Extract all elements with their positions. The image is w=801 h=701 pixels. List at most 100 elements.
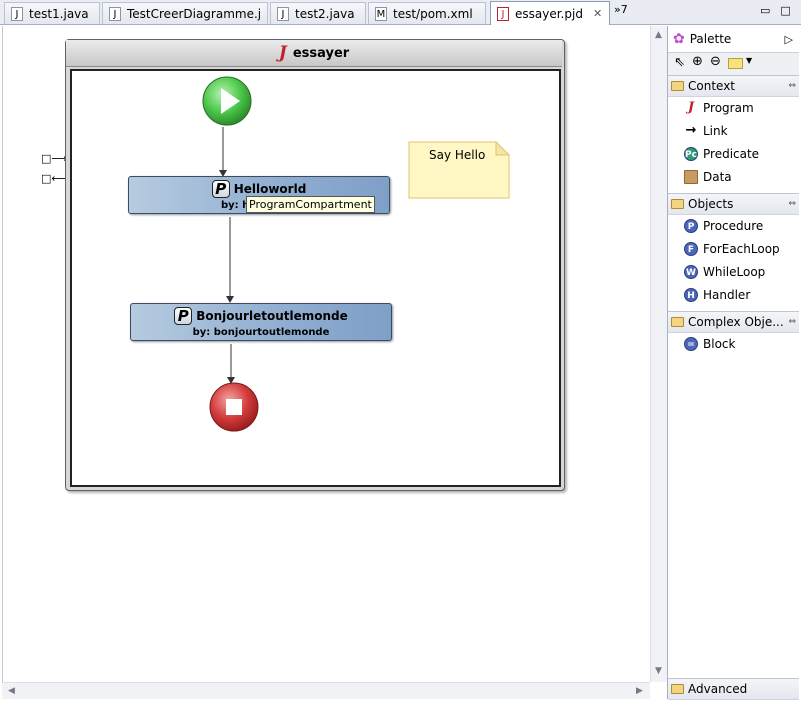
palette-title: Palette bbox=[689, 32, 732, 46]
pin-icon[interactable]: ⇔ bbox=[788, 81, 796, 91]
palette-item[interactable]: P Procedure bbox=[684, 216, 763, 236]
select-tool-icon[interactable]: ⇖ bbox=[674, 55, 685, 70]
maximize-icon[interactable]: □ bbox=[780, 4, 801, 17]
tooltip: ProgramCompartment bbox=[246, 196, 375, 213]
folder-icon bbox=[671, 684, 684, 694]
tab-overflow-button[interactable]: »7 bbox=[614, 3, 628, 16]
procedure-by: by: bonjourtoutlemonde bbox=[192, 327, 330, 338]
procedure-title: P Bonjourletoutlemonde bbox=[131, 307, 391, 325]
palette-item[interactable]: =Block bbox=[684, 334, 735, 354]
palette-item[interactable]: W WhileLoop bbox=[684, 262, 765, 282]
arrowhead-icon bbox=[219, 170, 227, 177]
palette-drawer[interactable]: Context⇔ bbox=[668, 75, 799, 97]
note-text: Say Hello bbox=[429, 148, 486, 162]
tab-label: test2.java bbox=[295, 6, 355, 21]
end-node[interactable] bbox=[209, 382, 259, 432]
palette-item-label: Program bbox=[703, 101, 754, 115]
tab-label: TestCreerDiagramme.j bbox=[127, 6, 262, 21]
palette-item[interactable]: F ForEachLoop bbox=[684, 239, 780, 259]
program-logo-icon: J bbox=[278, 43, 287, 63]
program-container-header: J essayer bbox=[66, 40, 562, 67]
procedure-title: P Helloworld bbox=[129, 180, 389, 198]
maven-file-icon: M bbox=[375, 6, 387, 21]
folder-icon bbox=[671, 199, 684, 209]
procedure-name: Helloworld bbox=[233, 182, 307, 196]
palette-item[interactable]: J Program bbox=[684, 98, 754, 118]
java-file-icon: J bbox=[109, 6, 121, 21]
note-shape bbox=[408, 140, 511, 199]
tab-pom-xml[interactable]: M test/pom.xml bbox=[368, 2, 486, 24]
palette-icon: ✿ bbox=[673, 31, 685, 47]
scroll-right-icon[interactable]: ▶ bbox=[636, 686, 643, 696]
tab-essayer-pjd[interactable]: J essayer.pjd ✕ bbox=[490, 1, 610, 25]
palette-drawer[interactable]: Objects ⇔ bbox=[668, 193, 799, 215]
note[interactable]: Say Hello bbox=[409, 142, 509, 198]
window-controls: ▭□ bbox=[760, 4, 801, 17]
note-tool-icon[interactable] bbox=[728, 58, 743, 69]
start-node[interactable] bbox=[202, 76, 252, 126]
chevron-down-icon[interactable]: ▼ bbox=[746, 56, 753, 65]
palette-drawer-label: Complex Obje... bbox=[688, 315, 784, 329]
program-compartment[interactable] bbox=[70, 69, 561, 487]
tab-label: essayer.pjd bbox=[515, 6, 583, 21]
palette-item-label: Link bbox=[703, 124, 728, 138]
zoom-in-icon[interactable]: ⊕ bbox=[692, 54, 703, 69]
scroll-left-icon[interactable]: ◀ bbox=[8, 686, 15, 696]
tab-test1-java[interactable]: J test1.java bbox=[4, 2, 100, 24]
palette-item-label: WhileLoop bbox=[703, 265, 766, 279]
program-container-title: essayer bbox=[292, 45, 350, 61]
minimize-icon[interactable]: ▭ bbox=[760, 4, 781, 17]
play-icon bbox=[221, 88, 240, 114]
foreachloop-icon: F bbox=[684, 242, 698, 256]
folder-icon bbox=[671, 317, 684, 327]
tab-label: test/pom.xml bbox=[393, 6, 473, 21]
palette-item-label: ForEachLoop bbox=[703, 242, 780, 256]
block-icon: = bbox=[684, 337, 698, 351]
link-icon: → bbox=[685, 123, 697, 138]
palette-drawer[interactable]: Complex Obje... ⇔ bbox=[668, 311, 799, 333]
procedure-icon: P bbox=[211, 180, 230, 198]
scroll-up-icon[interactable]: ▲ bbox=[655, 30, 662, 40]
arrowhead-icon bbox=[226, 296, 234, 303]
palette-item-label: Handler bbox=[703, 288, 751, 302]
procedure-name: Bonjourletoutlemonde bbox=[196, 309, 348, 323]
palette-item[interactable]: Data bbox=[684, 167, 732, 187]
palette-item[interactable]: H Handler bbox=[684, 285, 750, 305]
palette-item[interactable]: Pc Predicate bbox=[684, 144, 759, 164]
horizontal-scrollbar[interactable]: ◀ ▶ bbox=[2, 682, 650, 699]
program-icon: J bbox=[687, 100, 695, 115]
pin-icon[interactable]: ⇔ bbox=[788, 317, 796, 327]
palette-item-label: Predicate bbox=[703, 147, 760, 161]
pin-icon[interactable]: ⇔ bbox=[788, 199, 796, 209]
handler-icon: H bbox=[684, 288, 698, 302]
java-file-icon: J bbox=[277, 6, 289, 21]
java-file-icon: J bbox=[11, 6, 23, 21]
vertical-scrollbar[interactable]: ▲ ▼ bbox=[650, 26, 667, 682]
stop-icon bbox=[226, 399, 242, 415]
close-icon[interactable]: ✕ bbox=[592, 7, 603, 20]
whileloop-icon: W bbox=[684, 265, 698, 279]
palette-item-label: Procedure bbox=[703, 219, 764, 233]
palette-item[interactable]: → Link bbox=[684, 121, 728, 141]
tab-testcreerdiagramme[interactable]: J TestCreerDiagramme.j bbox=[102, 2, 268, 24]
palette-drawer-label: Advanced bbox=[688, 682, 748, 696]
procedure-node-bonjour[interactable]: P Bonjourletoutlemonde by: bonjourtoutle… bbox=[130, 303, 392, 341]
tab-test2-java[interactable]: J test2.java bbox=[270, 2, 366, 24]
palette-toolbar: ⇖ ⊕ ⊖ ▼ bbox=[668, 52, 799, 76]
predicate-icon: Pc bbox=[684, 147, 698, 161]
zoom-out-icon[interactable]: ⊖ bbox=[710, 54, 721, 69]
palette-expand-icon[interactable]: ▷ bbox=[784, 32, 793, 46]
diagram-file-icon: J bbox=[497, 6, 509, 21]
data-icon bbox=[684, 170, 698, 184]
output-connector-icon[interactable]: □⟵ bbox=[41, 172, 68, 185]
palette-item-label: Data bbox=[703, 170, 732, 184]
scroll-down-icon[interactable]: ▼ bbox=[655, 666, 662, 676]
palette-panel bbox=[667, 26, 800, 699]
procedure-icon: P bbox=[684, 219, 698, 233]
arrowhead-icon bbox=[227, 377, 235, 384]
input-connector-icon[interactable]: □⟶ bbox=[41, 152, 68, 165]
palette-drawer-label: Objects bbox=[688, 197, 734, 211]
procedure-by: by: h bbox=[221, 200, 250, 211]
palette-drawer-advanced[interactable]: Advanced bbox=[668, 678, 799, 700]
